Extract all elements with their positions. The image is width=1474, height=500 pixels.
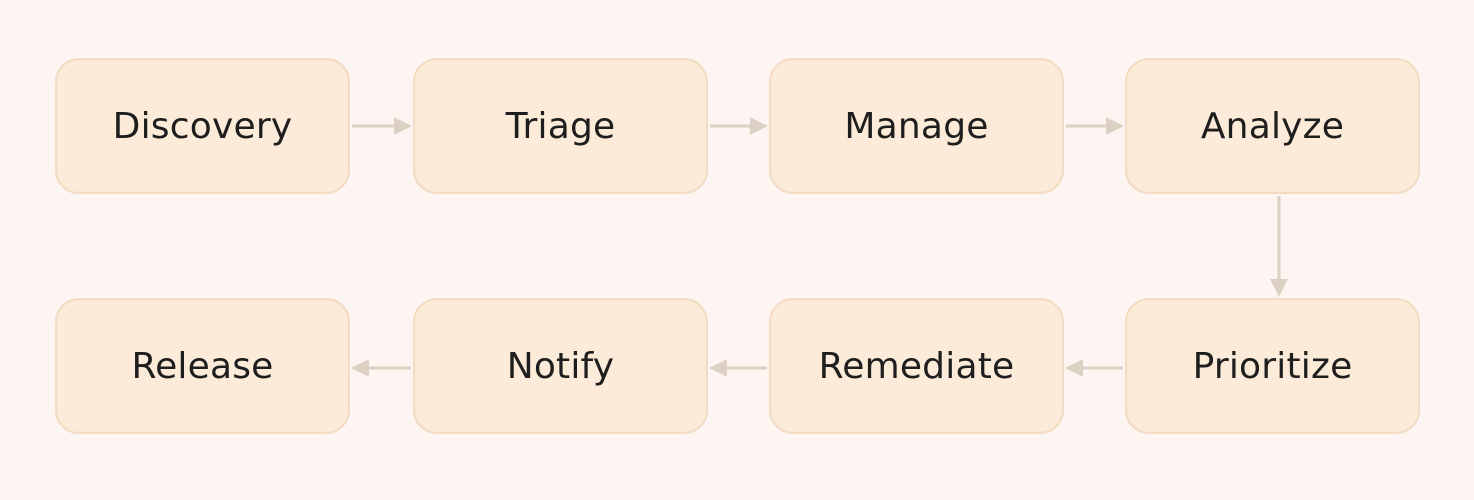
step-label-analyze: Analyze xyxy=(1200,105,1345,147)
step-prioritize: Prioritize xyxy=(1125,298,1420,434)
step-manage: Manage xyxy=(769,58,1064,194)
step-triage: Triage xyxy=(413,58,708,194)
step-label-triage: Triage xyxy=(505,105,616,147)
step-label-prioritize: Prioritize xyxy=(1192,345,1353,387)
step-label-notify: Notify xyxy=(506,345,615,387)
step-label-manage: Manage xyxy=(844,105,989,147)
step-label-remediate: Remediate xyxy=(818,345,1015,387)
step-release: Release xyxy=(55,298,350,434)
step-label-release: Release xyxy=(131,345,274,387)
step-label-discovery: Discovery xyxy=(112,105,293,147)
step-analyze: Analyze xyxy=(1125,58,1420,194)
step-remediate: Remediate xyxy=(769,298,1064,434)
step-discovery: Discovery xyxy=(55,58,350,194)
step-notify: Notify xyxy=(413,298,708,434)
